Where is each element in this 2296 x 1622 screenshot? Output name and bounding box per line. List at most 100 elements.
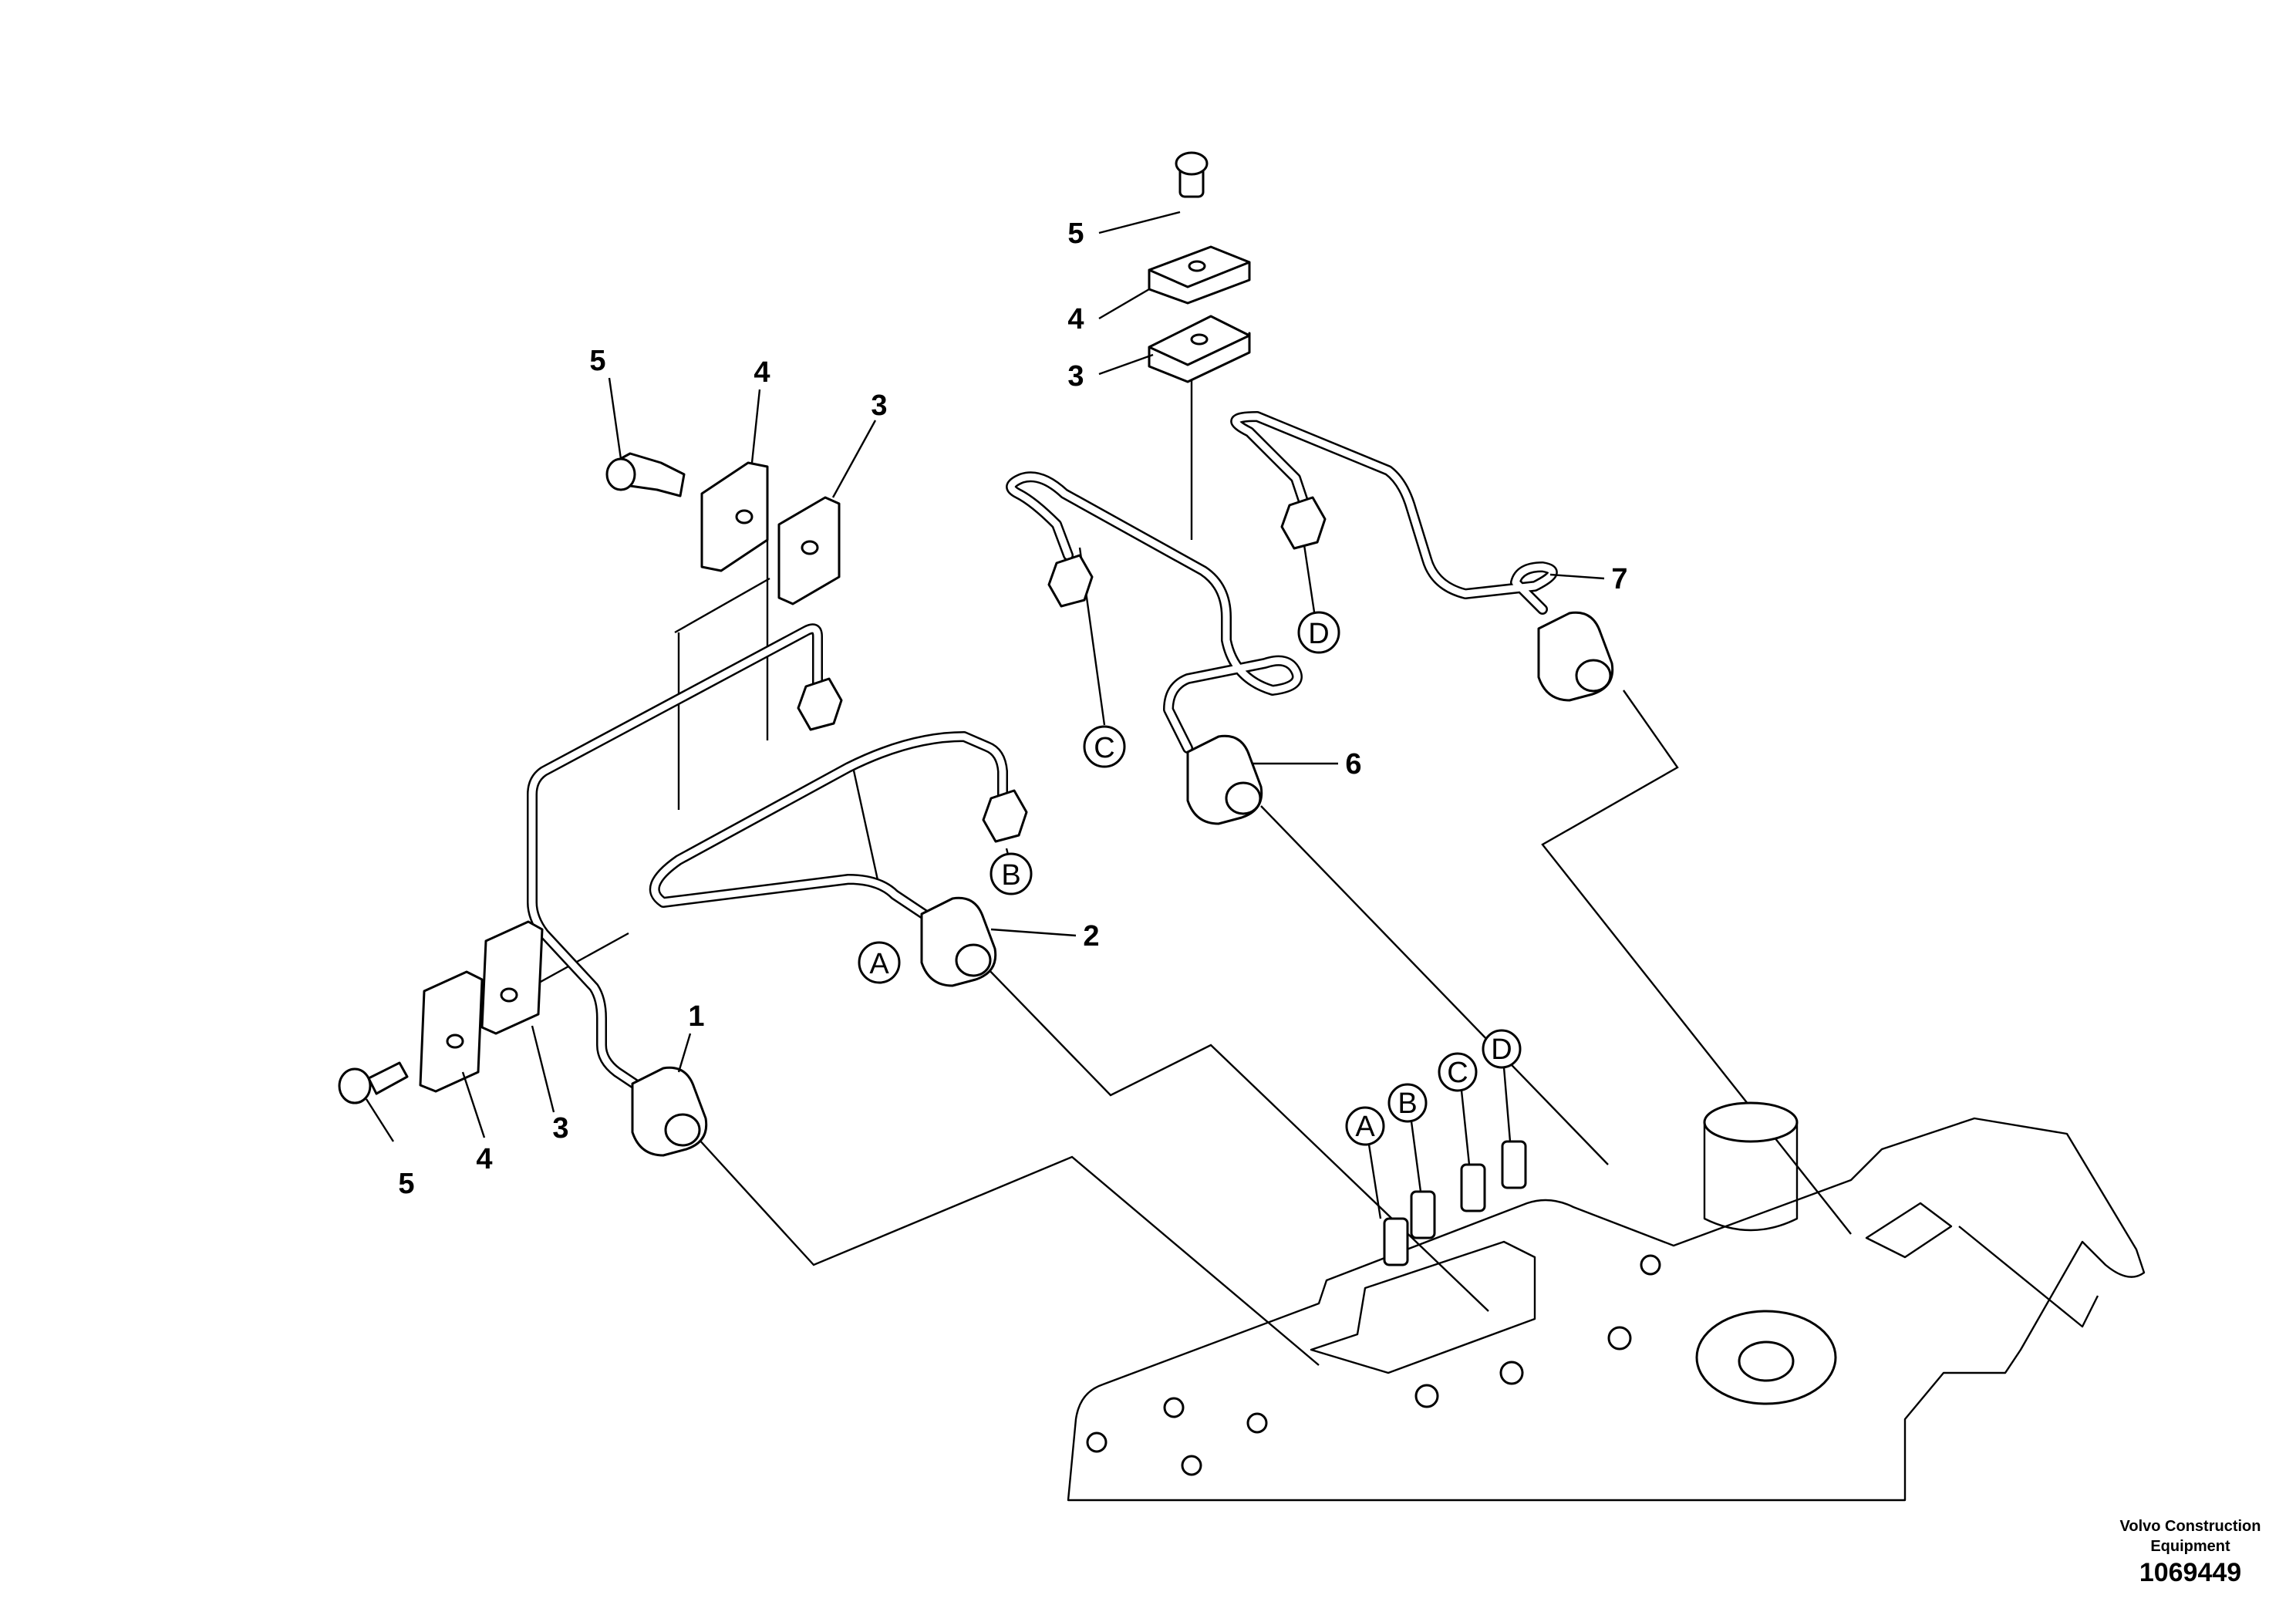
- company-name-line-1: Volvo Construction: [2119, 1518, 2261, 1535]
- marker-c-pipe-label: C: [1094, 732, 1114, 764]
- callout-5-lower-left: 5: [398, 1168, 414, 1200]
- leader-callout-7: [1549, 573, 1605, 580]
- marker-b-pipe: B: [990, 852, 1033, 895]
- company-name-line-2: Equipment: [2150, 1538, 2230, 1555]
- leader-pipe-7-to-engine: [1541, 690, 1852, 1235]
- leader-callout-5-r: [1098, 211, 1181, 234]
- company-name: Volvo Construction Equipment: [2067, 1516, 2296, 1556]
- leader-callout-3-ul: [831, 420, 877, 498]
- bolt-2: [1163, 1397, 1185, 1418]
- bolt-1: [1086, 1431, 1108, 1453]
- callout-6: 6: [1345, 748, 1361, 781]
- bolt-4: [1181, 1455, 1202, 1476]
- leader-callout-4-ul: [750, 389, 761, 464]
- callout-3-upper-left: 3: [871, 389, 887, 422]
- callout-3-lower-left: 3: [552, 1112, 568, 1145]
- marker-c-engine-label: C: [1447, 1057, 1468, 1089]
- callout-3-right: 3: [1067, 360, 1084, 393]
- bolt-7: [1607, 1326, 1632, 1351]
- leader-callout-4-ll: [461, 1071, 486, 1138]
- injector-d: [1501, 1140, 1527, 1189]
- pipe-2-nut: [982, 789, 1028, 843]
- bolt-5: [1414, 1384, 1439, 1408]
- clamp-3-upper-left-hole: [801, 540, 819, 555]
- callout-4-right: 4: [1067, 303, 1084, 336]
- fuel-pipe-1: [527, 623, 843, 1157]
- pipe-1-nut: [797, 677, 843, 731]
- fuel-pipe-6: [1006, 471, 1303, 825]
- clamp-3-lower-left: [480, 920, 544, 1035]
- marker-c-pipe: C: [1083, 725, 1126, 768]
- bolt-8: [1640, 1254, 1661, 1276]
- filler-neck-body: [1703, 1122, 1799, 1232]
- injector-a: [1383, 1217, 1409, 1266]
- injector-b: [1410, 1190, 1436, 1239]
- leader-callout-1: [677, 1033, 692, 1073]
- leader-callout-3-r: [1098, 353, 1154, 376]
- leader-callout-5-ll: [365, 1098, 395, 1142]
- pipe-6-nozzle-opening: [1225, 781, 1262, 815]
- callout-7: 7: [1611, 563, 1627, 595]
- clamp-axis-left-upper-3: [674, 577, 770, 634]
- cover-plate-centre: [1738, 1340, 1795, 1382]
- clamp-set-lower-left: [338, 920, 544, 1104]
- marker-d-engine: D: [1482, 1029, 1522, 1142]
- callout-leaders: [365, 211, 1605, 1142]
- clamp-4-upper-left-hole: [735, 509, 754, 524]
- bolt-6: [1499, 1361, 1524, 1385]
- callout-1: 1: [688, 1000, 704, 1033]
- leader-callout-2: [990, 928, 1077, 937]
- injector-bank: [1310, 1240, 1536, 1374]
- clamp-4-right-hole: [1188, 260, 1206, 272]
- marker-b-engine-label: B: [1397, 1088, 1417, 1120]
- marker-d-engine-label: D: [1491, 1034, 1512, 1066]
- clamp-set-upper-left: [605, 452, 841, 605]
- callout-4-upper-left: 4: [754, 356, 770, 389]
- pipe-1-nozzle-end: [631, 1066, 708, 1157]
- document-number: 1069449: [2139, 1558, 2242, 1587]
- leader-pipe-2-to-engine: [983, 963, 1489, 1312]
- screw-5-right-head: [1175, 151, 1209, 176]
- pipe-7-nut: [1280, 496, 1327, 550]
- marker-a-pipe: A: [858, 941, 901, 984]
- bracket: [1865, 1202, 1953, 1259]
- fuel-pipe-7: [1230, 411, 1614, 702]
- clamp-4-lower-left: [419, 970, 484, 1093]
- engine-outline: [1067, 1117, 2146, 1502]
- leader-callout-4-r: [1098, 288, 1150, 320]
- clamp-4-upper-left: [700, 461, 769, 572]
- clamp-4-right: [1148, 245, 1251, 305]
- leader-callout-5-ul: [608, 377, 622, 460]
- clamp-3-right: [1148, 315, 1251, 383]
- leader-pipe-6-to-engine: [1260, 805, 1609, 1165]
- callout-5-right: 5: [1067, 218, 1084, 250]
- marker-a-pipe-label: A: [869, 948, 889, 980]
- pipe-6-nut: [1047, 554, 1094, 608]
- pipe-2-nozzle-opening: [955, 943, 992, 977]
- leader-pipe-1-to-engine: [689, 1129, 1320, 1366]
- connection-markers: A B C D A B C D: [858, 611, 1522, 1219]
- pipe-7-nozzle-opening: [1575, 659, 1612, 693]
- clamp-4-lower-left-hole: [446, 1034, 464, 1049]
- clamp-3-right-hole: [1190, 333, 1209, 346]
- filler-neck: [1703, 1101, 1799, 1143]
- clamp-3-lower-left-hole: [500, 987, 518, 1003]
- screw-5-lower-left: [367, 1061, 409, 1095]
- marker-d-pipe: D: [1297, 611, 1340, 654]
- pipe-1-nozzle-opening: [664, 1113, 701, 1147]
- leader-nut-to-a: [851, 763, 881, 888]
- clamp-set-right: [1148, 151, 1251, 383]
- screw-5-upper-left-head: [605, 457, 636, 491]
- injector-c: [1460, 1163, 1486, 1212]
- marker-b-pipe-label: B: [1001, 859, 1020, 892]
- marker-b-engine: B: [1387, 1083, 1428, 1192]
- callout-4-lower-left: 4: [476, 1143, 492, 1175]
- marker-a-engine: A: [1345, 1106, 1385, 1219]
- callout-2: 2: [1083, 920, 1099, 953]
- callout-numbers: 1 2 6 7 5 4 3 5 4 3 5 4 3: [398, 218, 1627, 1200]
- marker-c-engine: C: [1438, 1052, 1478, 1165]
- bolt-3: [1246, 1412, 1268, 1434]
- fuel-pipe-2: [649, 731, 1028, 987]
